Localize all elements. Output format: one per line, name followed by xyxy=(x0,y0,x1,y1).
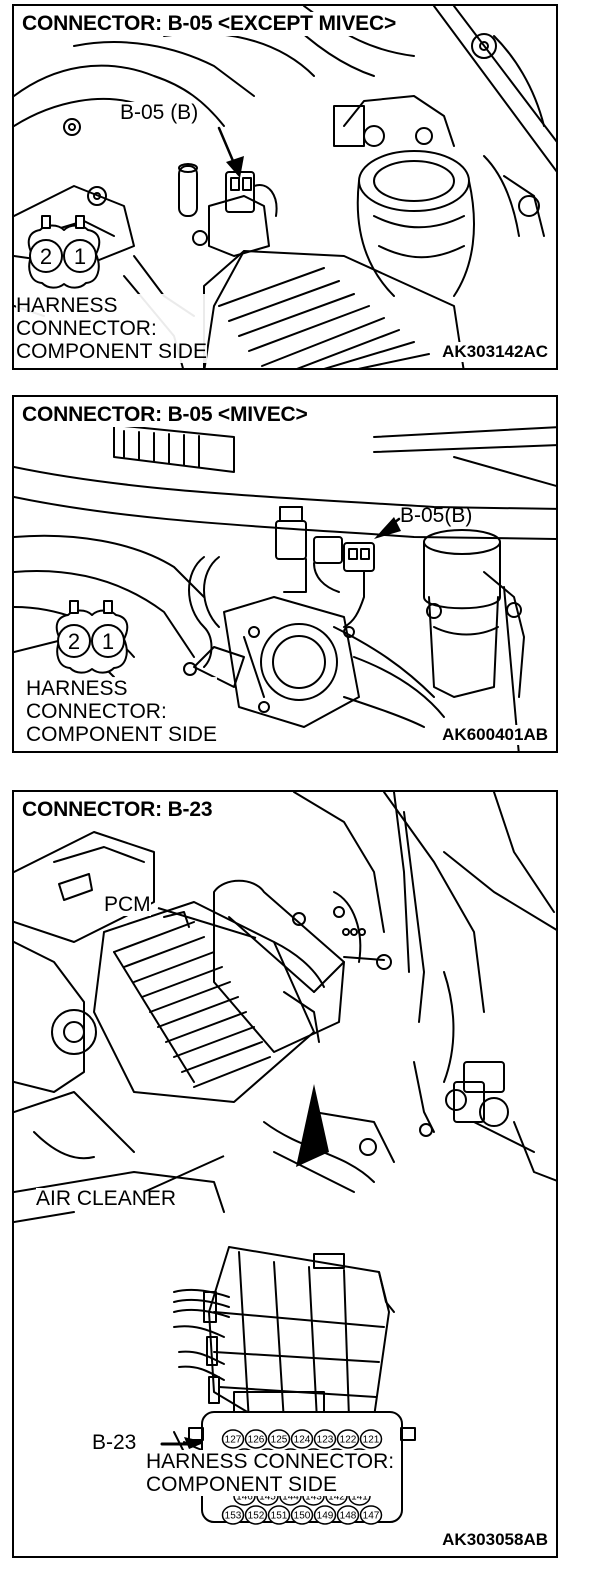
connector-pin-label: 147 xyxy=(363,1511,380,1522)
connector-pin xyxy=(267,1429,291,1449)
callout-b05-b: B-05(B) xyxy=(400,504,473,527)
figure-code: AK303142AC xyxy=(439,342,548,362)
connector-pin-label: 126 xyxy=(248,1435,265,1446)
caption-line: HARNESS CONNECTOR: xyxy=(146,1450,395,1473)
engine-illustration-b05-mivec: 2 1 xyxy=(14,424,556,751)
panel-b05-mivec: 2 1 CONNECTOR: B-05 <MIVEC> B-05(B) HARN… xyxy=(12,395,558,753)
connector-pin xyxy=(290,1429,314,1449)
pin-label: 1 xyxy=(102,629,114,654)
harness-connector-caption: HARNESS CONNECTOR: COMPONENT SIDE xyxy=(26,677,217,746)
connector-pin xyxy=(359,1505,383,1525)
figure-code: AK303058AB xyxy=(439,1530,548,1550)
caption-line: HARNESS xyxy=(26,677,128,700)
connector-pin-label: 150 xyxy=(294,1511,311,1522)
caption-line: COMPONENT SIDE xyxy=(16,340,207,363)
pin-label: 1 xyxy=(74,244,86,269)
harness-connector-caption: HARNESS CONNECTOR: COMPONENT SIDE xyxy=(16,294,207,363)
pin-label: 2 xyxy=(68,629,80,654)
panel-b23: 1271261251241231221211331321311301291281… xyxy=(12,790,558,1558)
connector-pin-label: 121 xyxy=(363,1435,380,1446)
panel-title: CONNECTOR: B-05 <MIVEC> xyxy=(22,403,312,427)
panel-title: CONNECTOR: B-05 <EXCEPT MIVEC> xyxy=(22,12,401,36)
air-cleaner-label: AIR CLEANER xyxy=(36,1187,177,1210)
caption-line: COMPONENT SIDE xyxy=(146,1473,337,1496)
panel-b05-except-mivec: 2 1 CONNECTOR: B-05 <EXCEPT MIVEC> B-05 … xyxy=(12,4,558,370)
connector-pin-label: 127 xyxy=(225,1435,242,1446)
connector-pin xyxy=(244,1505,268,1525)
connector-pin-label: 123 xyxy=(317,1435,334,1446)
connector-pin xyxy=(359,1429,383,1449)
connector-pin-label: 143 xyxy=(305,1492,322,1503)
connector-pin-label: 153 xyxy=(225,1511,242,1522)
connector-pin xyxy=(221,1429,245,1449)
caption-line: CONNECTOR: xyxy=(16,317,157,340)
callout-b05-b: B-05 (B) xyxy=(120,101,199,124)
connector-pin xyxy=(313,1505,337,1525)
harness-connector-caption: HARNESS CONNECTOR: COMPONENT SIDE xyxy=(146,1450,395,1496)
connector-pin-label: 149 xyxy=(317,1511,334,1522)
panel-title: CONNECTOR: B-23 xyxy=(22,798,217,822)
harness-connector-2pin-icon: 2 1 xyxy=(27,215,101,289)
connector-pin-label: 151 xyxy=(271,1511,288,1522)
pcm-leader-line xyxy=(157,907,257,939)
connector-pin-label: 144 xyxy=(282,1492,299,1503)
air-cleaner-leader-line xyxy=(143,1155,225,1193)
caption-line: CONNECTOR: xyxy=(26,700,167,723)
caption-line: COMPONENT SIDE xyxy=(26,723,217,746)
connector-pin-label: 141 xyxy=(351,1492,368,1503)
pin-label: 2 xyxy=(40,244,52,269)
connector-pin xyxy=(336,1429,360,1449)
pcm-label: PCM xyxy=(104,893,151,916)
connector-pin-label: 146 xyxy=(236,1492,253,1503)
connector-pin xyxy=(313,1429,337,1449)
connector-pin xyxy=(290,1505,314,1525)
connector-pin-label: 148 xyxy=(340,1511,357,1522)
connector-pin-label: 125 xyxy=(271,1435,288,1446)
connector-pin xyxy=(244,1429,268,1449)
connector-pin xyxy=(221,1505,245,1525)
connector-pin-label: 122 xyxy=(340,1435,357,1446)
caption-line: HARNESS xyxy=(16,294,118,317)
connector-pin-label: 145 xyxy=(259,1492,276,1503)
connector-pin-label: 142 xyxy=(328,1492,345,1503)
callout-b23: B-23 xyxy=(92,1431,137,1454)
connector-pin-label: 152 xyxy=(248,1511,265,1522)
connector-pin-label: 124 xyxy=(294,1435,311,1446)
connector-pin xyxy=(336,1505,360,1525)
harness-connector-2pin-icon: 2 1 xyxy=(55,600,129,674)
connector-pin xyxy=(267,1505,291,1525)
figure-code: AK600401AB xyxy=(439,725,548,745)
